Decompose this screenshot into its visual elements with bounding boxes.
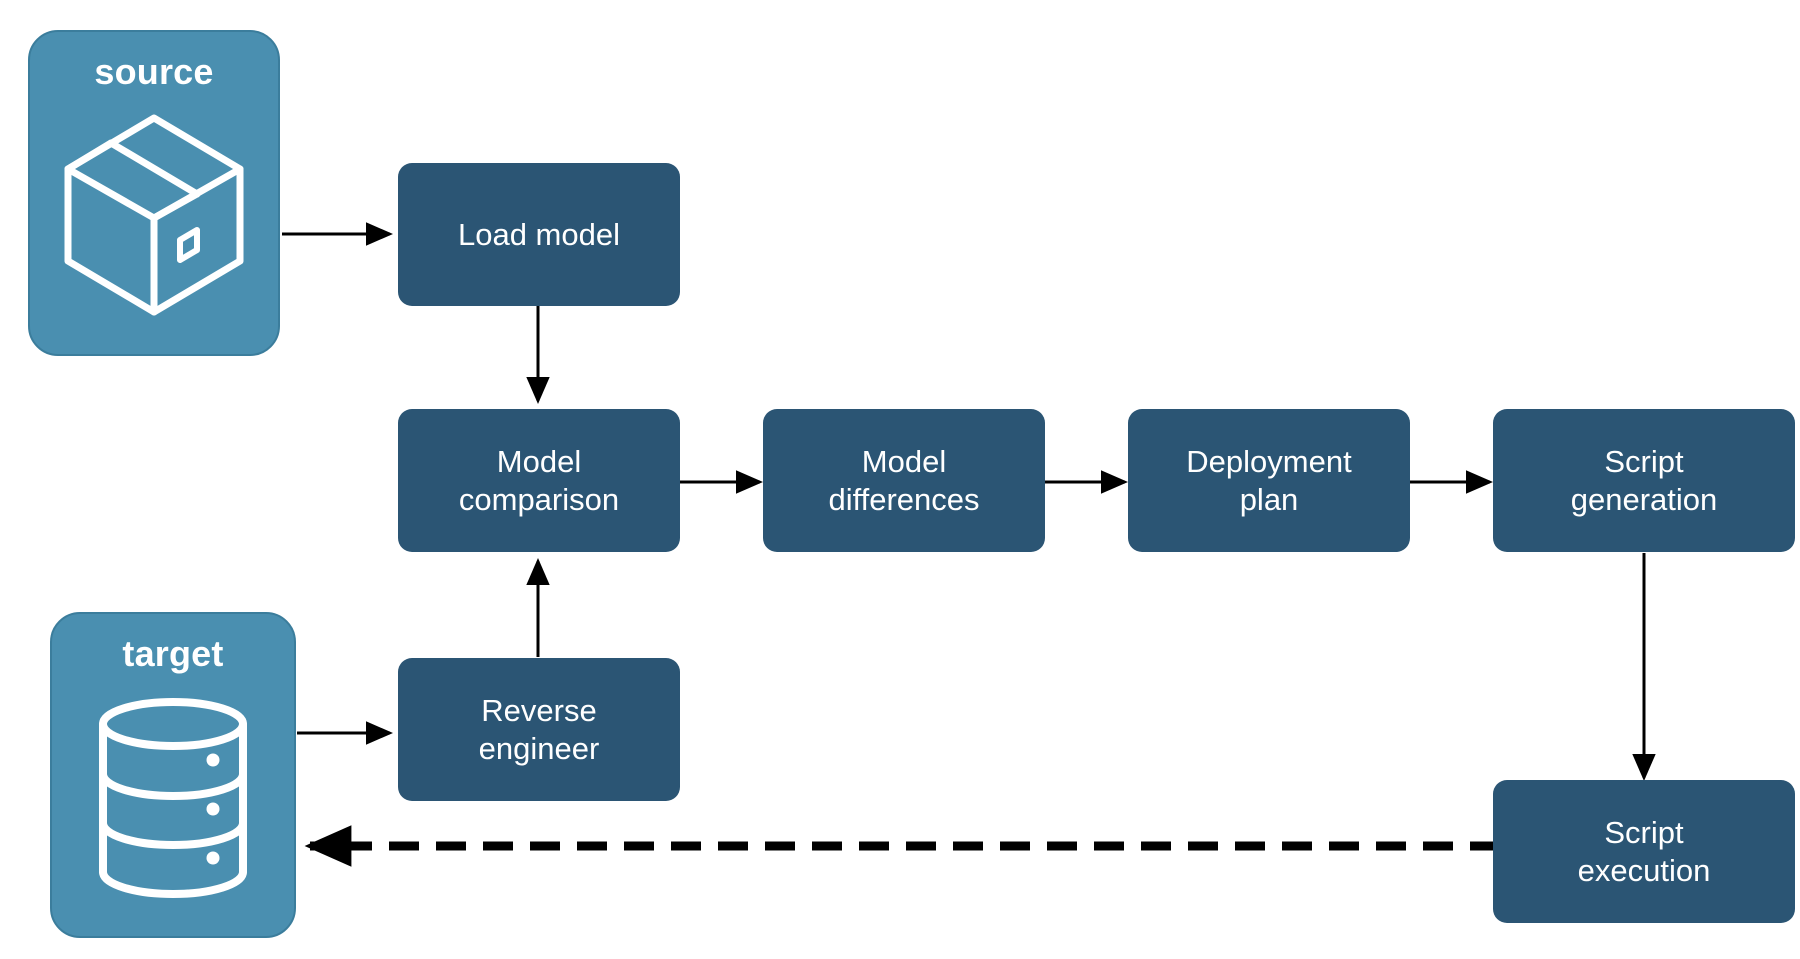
- node-model-differences-line2: differences: [828, 481, 980, 517]
- endpoint-source[interactable]: source: [28, 30, 280, 356]
- node-deployment-plan-line2: plan: [1239, 481, 1299, 517]
- node-reverse-engineer[interactable]: Reverse engineer: [398, 658, 680, 801]
- node-script-generation-line1: Script: [1604, 443, 1684, 479]
- node-script-execution[interactable]: Script execution: [1493, 780, 1795, 923]
- node-load-model-line1: Load model: [457, 216, 620, 252]
- node-reverse-engineer-line2: engineer: [478, 730, 600, 766]
- endpoint-target-label: target: [122, 633, 224, 674]
- node-deployment-plan[interactable]: Deployment plan: [1128, 409, 1410, 552]
- node-model-comparison[interactable]: Model comparison: [398, 409, 680, 552]
- node-deployment-plan-line1: Deployment: [1186, 443, 1352, 479]
- endpoint-target[interactable]: target: [50, 612, 296, 938]
- node-model-comparison-line2: comparison: [458, 481, 620, 517]
- node-model-differences-line1: Model: [861, 443, 947, 479]
- node-model-differences[interactable]: Model differences: [763, 409, 1045, 552]
- node-script-generation-line2: generation: [1570, 481, 1718, 517]
- node-script-execution-line1: Script: [1604, 814, 1684, 850]
- node-script-execution-line2: execution: [1577, 852, 1711, 888]
- node-script-generation[interactable]: Script generation: [1493, 409, 1795, 552]
- endpoint-source-label: source: [94, 51, 214, 92]
- node-load-model[interactable]: Load model: [398, 163, 680, 306]
- database-cylinder-icon: [93, 694, 253, 907]
- node-model-comparison-line1: Model: [496, 443, 582, 479]
- node-reverse-engineer-line1: Reverse: [481, 692, 597, 728]
- package-box-icon: [54, 108, 254, 327]
